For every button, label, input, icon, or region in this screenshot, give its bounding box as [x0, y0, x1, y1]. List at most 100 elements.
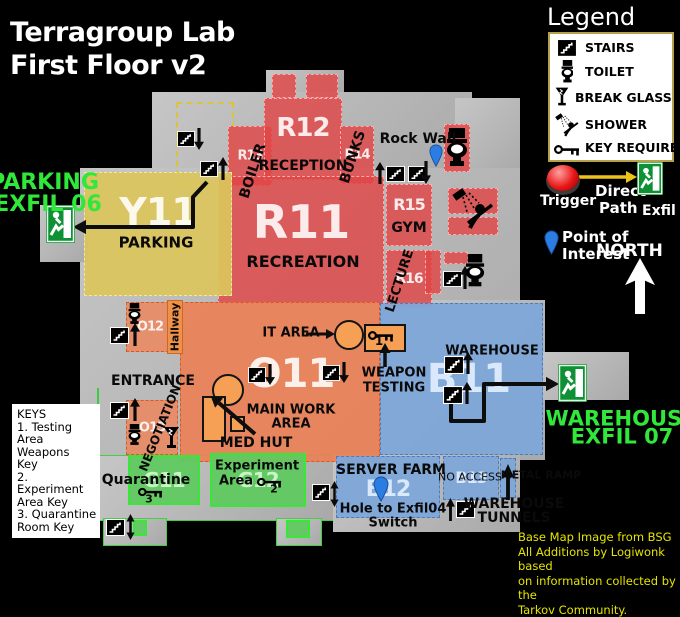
map-label-parking: PARKING — [119, 236, 194, 251]
credits-line: on information collected by the — [518, 574, 680, 603]
title-line2: First Floor v2 — [10, 49, 235, 82]
room-r15 — [386, 184, 432, 246]
arrow-updown-icon — [126, 514, 135, 540]
keys-line: Key — [17, 458, 97, 471]
map-label-main-work: MAIN WORK — [247, 404, 336, 417]
room-block — [425, 250, 441, 294]
map-label-entrance: ENTRANCE — [111, 374, 195, 388]
legend-item-stairs: STAIRS — [554, 39, 668, 56]
trigger-label: Trigger — [540, 194, 596, 208]
map-label-experiment: Experiment — [215, 460, 299, 473]
map-label-exfil-06: EXFIL 06 — [0, 194, 102, 216]
legend-item-key: KEY REQUIRED — [554, 140, 668, 155]
arrow-up-icon — [446, 498, 455, 521]
toilet-icon — [128, 303, 141, 325]
map-label-recreation: RECREATION — [246, 254, 359, 270]
legend-item-toilet: TOILET — [554, 60, 668, 83]
map-label-it-area: IT AREA — [262, 327, 319, 340]
north-arrow-icon — [624, 258, 656, 314]
map-label-2: 2 — [270, 484, 278, 495]
arrow-down-icon — [194, 128, 204, 150]
room-block — [334, 320, 364, 350]
map-label-gym: GYM — [391, 221, 426, 235]
map-label-area: Area — [219, 475, 253, 488]
stairs-icon — [322, 365, 340, 381]
keys-line: Room Key — [17, 521, 97, 534]
legend-box: STAIRS TOILET BREAK GLASS SHOWER KEY REQ… — [548, 32, 674, 162]
room-block — [286, 520, 310, 538]
page-title: Terragroup Lab First Floor v2 — [10, 16, 235, 82]
room-code: R15 — [393, 197, 425, 213]
keys-title: KEYS — [17, 408, 97, 421]
arrow-down-icon — [265, 364, 275, 385]
keys-info-box: KEYS 1. Testing Area Weapons Key 2. Expe… — [12, 404, 100, 538]
map-label-area: AREA — [271, 418, 310, 431]
shower-icon — [452, 186, 494, 232]
room-block — [133, 520, 147, 536]
legend-label: KEY REQUIRED — [585, 140, 680, 155]
map-label-tunnels: TUNNELS — [478, 511, 551, 525]
point-of-interest-icon — [373, 476, 389, 502]
legend-item-break-glass: BREAK GLASS — [554, 86, 668, 108]
room-code: Y11 — [119, 193, 196, 231]
room-block — [230, 416, 245, 432]
toilet-icon — [561, 60, 574, 83]
toilet-icon — [465, 254, 485, 288]
map-label-no-access: NO ACCESS — [438, 472, 502, 483]
room-block — [272, 74, 296, 98]
trigger-button-icon — [547, 165, 579, 191]
point-of-interest-icon — [429, 144, 443, 167]
credits-text: Base Map Image from BSG All Additions by… — [518, 530, 680, 617]
map-label-3: 3 — [145, 494, 153, 505]
map-label-weapon: WEAPON — [362, 367, 427, 380]
exfil-icon — [637, 162, 663, 195]
stairs-icon — [386, 166, 405, 182]
stairs-icon — [110, 327, 129, 344]
keys-line: 3. Quarantine — [17, 508, 97, 521]
map-label-server-farm: SERVER FARM — [336, 463, 446, 477]
room-code: R11 — [253, 199, 349, 245]
room-block — [306, 74, 338, 98]
arrow-up-icon — [218, 157, 228, 180]
legend-item-shower: SHOWER — [554, 112, 668, 136]
keys-line: Area Weapons — [17, 433, 97, 458]
stairs-icon — [110, 402, 129, 419]
stairs-icon — [106, 519, 125, 536]
stairs-icon — [312, 484, 330, 501]
map-label-med-hut: MED HUT — [220, 436, 293, 450]
exfil-label: Exfil — [642, 204, 676, 218]
stairs-icon — [443, 386, 463, 404]
map-label-hole-to-exfil04: Hole to Exfil04 — [340, 503, 447, 516]
legend-label: SHOWER — [585, 117, 647, 132]
break-glass-icon — [554, 86, 570, 108]
stairs-icon — [177, 131, 195, 147]
arrow-up-icon — [462, 382, 472, 404]
direct-path-label-2: Path — [599, 201, 638, 216]
map-label-rock-wall: Rock Wall — [380, 132, 457, 146]
key-icon — [554, 141, 580, 154]
map-label-reception: RECEPTION — [259, 159, 348, 173]
map-label-exfil-07: EXFIL 07 — [571, 427, 674, 448]
legend-label: TOILET — [585, 64, 634, 79]
stairs-icon — [248, 367, 266, 383]
map-label-1: 1 — [375, 335, 383, 347]
credits-line: Base Map Image from BSG — [518, 530, 680, 545]
arrow-up-icon — [375, 162, 385, 184]
title-line1: Terragroup Lab — [10, 16, 235, 49]
stairs-icon — [200, 161, 218, 177]
map-label-quarantine: Quarantine — [102, 473, 191, 487]
legend-label: STAIRS — [585, 40, 635, 55]
map-label-parking: PARKING — [0, 172, 99, 194]
map-label-warehouse: WAREHOUSE — [464, 497, 565, 511]
arrow-up-icon — [130, 398, 140, 421]
stairs-icon — [444, 356, 464, 374]
legend-title: Legend — [547, 3, 635, 31]
map-label-hallway: Hallway — [170, 303, 181, 352]
arrow-updown-icon — [330, 481, 339, 507]
credits-line: Tarkov Community. — [518, 603, 680, 617]
credits-line: All Additions by Logiwonk based — [518, 545, 680, 574]
map-label-switch: Switch — [368, 517, 417, 530]
keys-line: 2. Experiment — [17, 471, 97, 496]
exfil-icon — [558, 364, 587, 402]
